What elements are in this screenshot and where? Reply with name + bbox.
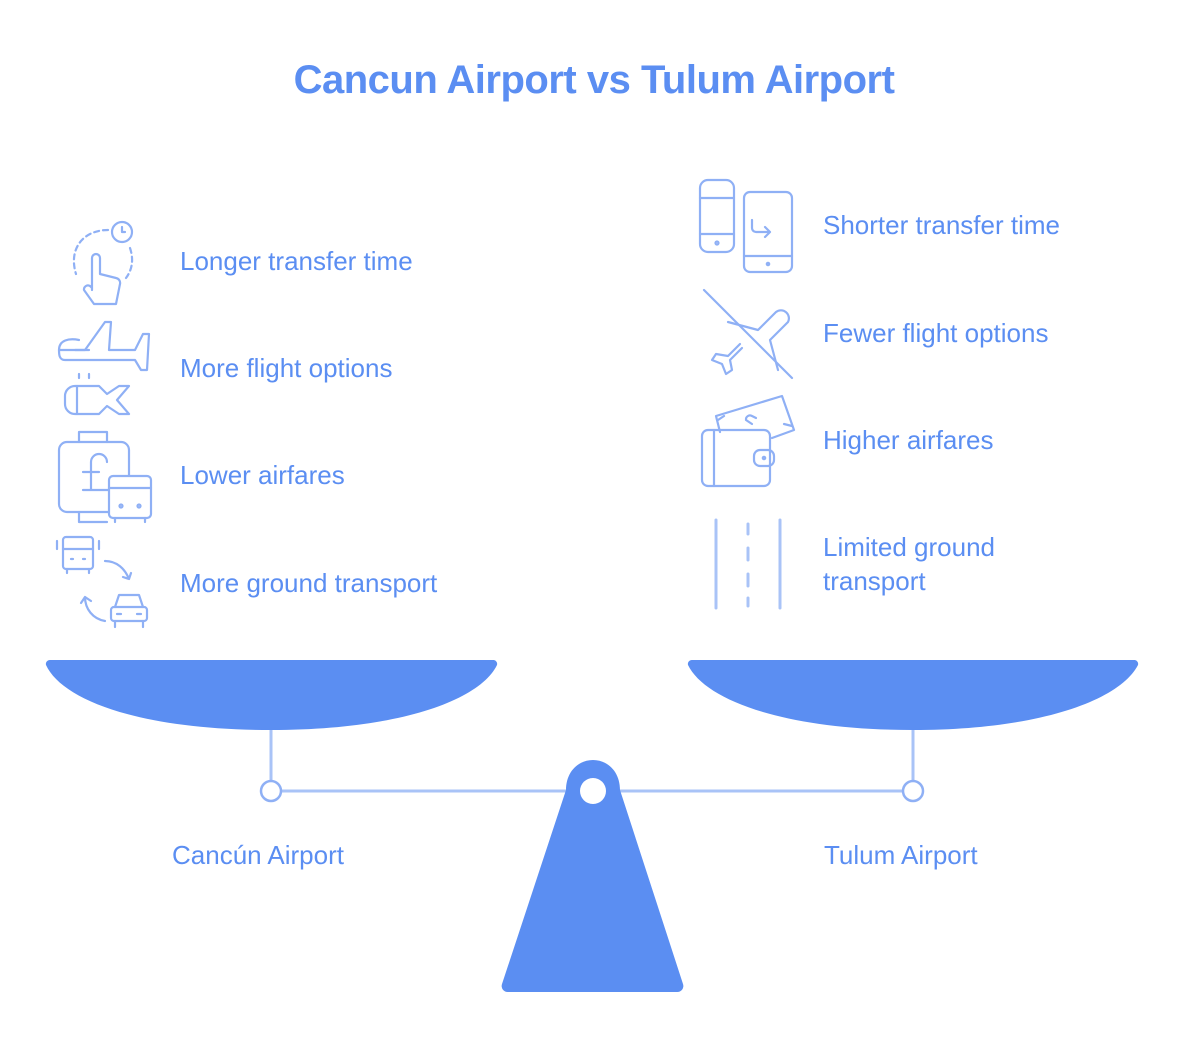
page-title: Cancun Airport vs Tulum Airport	[293, 58, 895, 102]
left-item-text: More ground transport	[180, 568, 438, 598]
hand-tap-clock-icon	[62, 218, 142, 310]
fulcrum-stand	[501, 760, 684, 993]
right-item-text: Fewer flight options	[823, 318, 1049, 348]
phone-transfer-icon	[698, 176, 798, 274]
right-scale-label: Tulum Airport	[824, 840, 978, 870]
left-item-text: More flight options	[180, 353, 393, 383]
airplane-off-icon	[700, 286, 796, 382]
right-pan	[687, 659, 1139, 730]
right-item-text: Shorter transfer time	[823, 210, 1060, 240]
left-pan	[45, 659, 498, 730]
left-scale-label: Cancún Airport	[172, 840, 344, 870]
right-pivot	[901, 779, 925, 803]
right-item-text: Limited ground transport	[823, 532, 995, 596]
right-item-text: Higher airfares	[823, 425, 994, 455]
road-icon	[708, 516, 788, 612]
fulcrum-hole	[580, 778, 606, 804]
airplane-multiple-icon	[55, 318, 155, 416]
left-pivot	[259, 779, 283, 803]
pound-luggage-bus-icon	[55, 428, 155, 524]
wallet-money-icon	[698, 390, 798, 490]
left-item-text: Longer transfer time	[180, 246, 413, 276]
bus-car-exchange-icon	[55, 535, 155, 631]
left-item-text: Lower airfares	[180, 460, 345, 490]
